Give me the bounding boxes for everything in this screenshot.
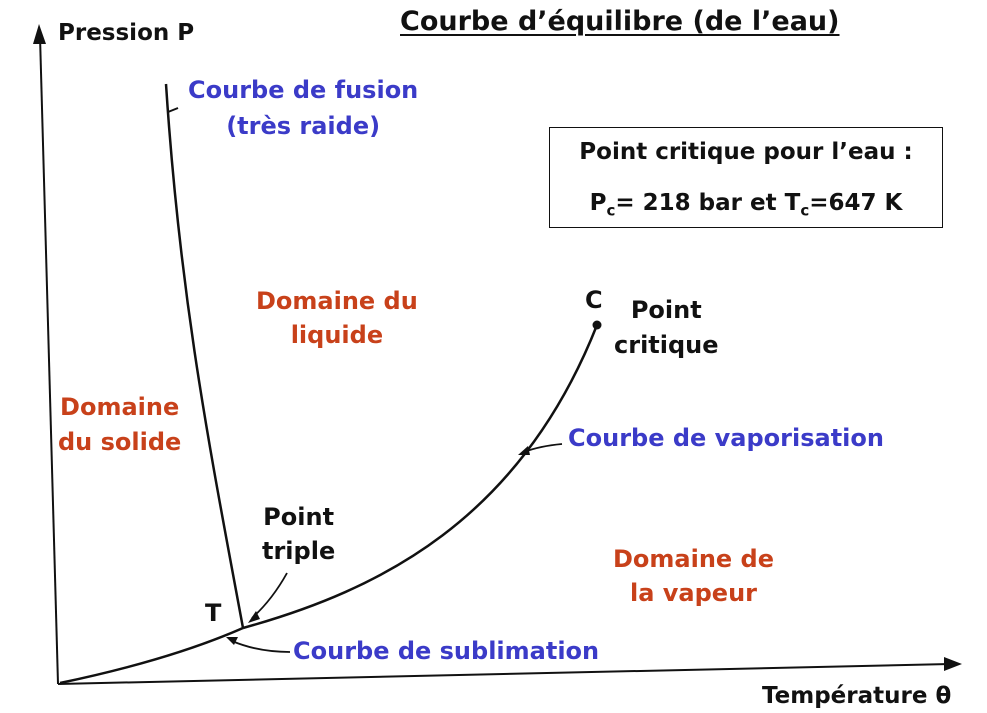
critical-point-letter: C <box>585 286 603 314</box>
vapour-domain-label: Domaine de la vapeur <box>613 542 774 610</box>
y-axis-arrow <box>33 24 46 44</box>
info-box-values: Pc= 218 bar et Tc=647 K <box>550 190 942 220</box>
y-axis <box>39 35 59 685</box>
triple-label-line1: Point <box>263 503 335 531</box>
fusion-label-line2: (très raide) <box>226 112 381 140</box>
sublimation-curve-label: Courbe de sublimation <box>293 637 600 665</box>
vaporisation-pointer-head <box>518 446 530 455</box>
x-axis <box>57 663 951 685</box>
critical-point-info-box: Point critique pour l’eau : Pc= 218 bar … <box>549 127 943 228</box>
vapour-label-line2: la vapeur <box>630 579 757 607</box>
solid-label-line2: du solide <box>58 428 182 456</box>
pc-subscript: c <box>606 201 616 220</box>
solid-label-line1: Domaine <box>60 393 180 421</box>
triple-pointer-arrow <box>251 572 288 619</box>
diagram-title: Courbe d’équilibre (de l’eau) <box>400 6 840 37</box>
pc-symbol: P <box>589 190 607 216</box>
liquid-label-line1: Domaine du <box>256 287 418 315</box>
fusion-curve-label: Courbe de fusion (très raide) <box>188 72 418 144</box>
tc-symbol: T <box>784 190 801 216</box>
sublimation-pointer-arrow <box>231 640 291 653</box>
critical-label-line1: Point <box>630 296 702 324</box>
x-axis-label: Température θ <box>762 683 952 709</box>
tc-subscript: c <box>800 201 810 220</box>
liquid-label-line2: liquide <box>290 321 384 349</box>
info-box-heading: Point critique pour l’eau : <box>579 139 913 165</box>
solid-domain-label: Domaine du solide <box>58 390 181 460</box>
critical-point-label: Point critique <box>614 293 719 363</box>
liquid-domain-label: Domaine du liquide <box>256 284 418 352</box>
sublimation-pointer-head <box>226 637 238 645</box>
critical-label-line2: critique <box>614 331 719 359</box>
vaporisation-curve-label: Courbe de vaporisation <box>568 424 884 452</box>
critical-point-dot <box>592 320 602 330</box>
fusion-label-line1: Courbe de fusion <box>188 76 419 104</box>
triple-pointer-head <box>248 611 260 623</box>
fusion-curve <box>164 83 245 629</box>
tc-value: =647 K <box>809 190 903 216</box>
vapour-label-line1: Domaine de <box>613 545 775 573</box>
triple-point-label: Point triple <box>262 500 335 568</box>
triple-point-letter: T <box>205 599 222 627</box>
triple-label-line2: triple <box>262 537 336 565</box>
pc-value: = 218 bar et <box>615 190 785 216</box>
vaporisation-curve <box>242 324 599 630</box>
sublimation-curve <box>59 626 244 685</box>
x-axis-arrow <box>944 657 962 671</box>
y-axis-label: Pression P <box>58 20 195 46</box>
fusion-tick <box>167 107 179 113</box>
